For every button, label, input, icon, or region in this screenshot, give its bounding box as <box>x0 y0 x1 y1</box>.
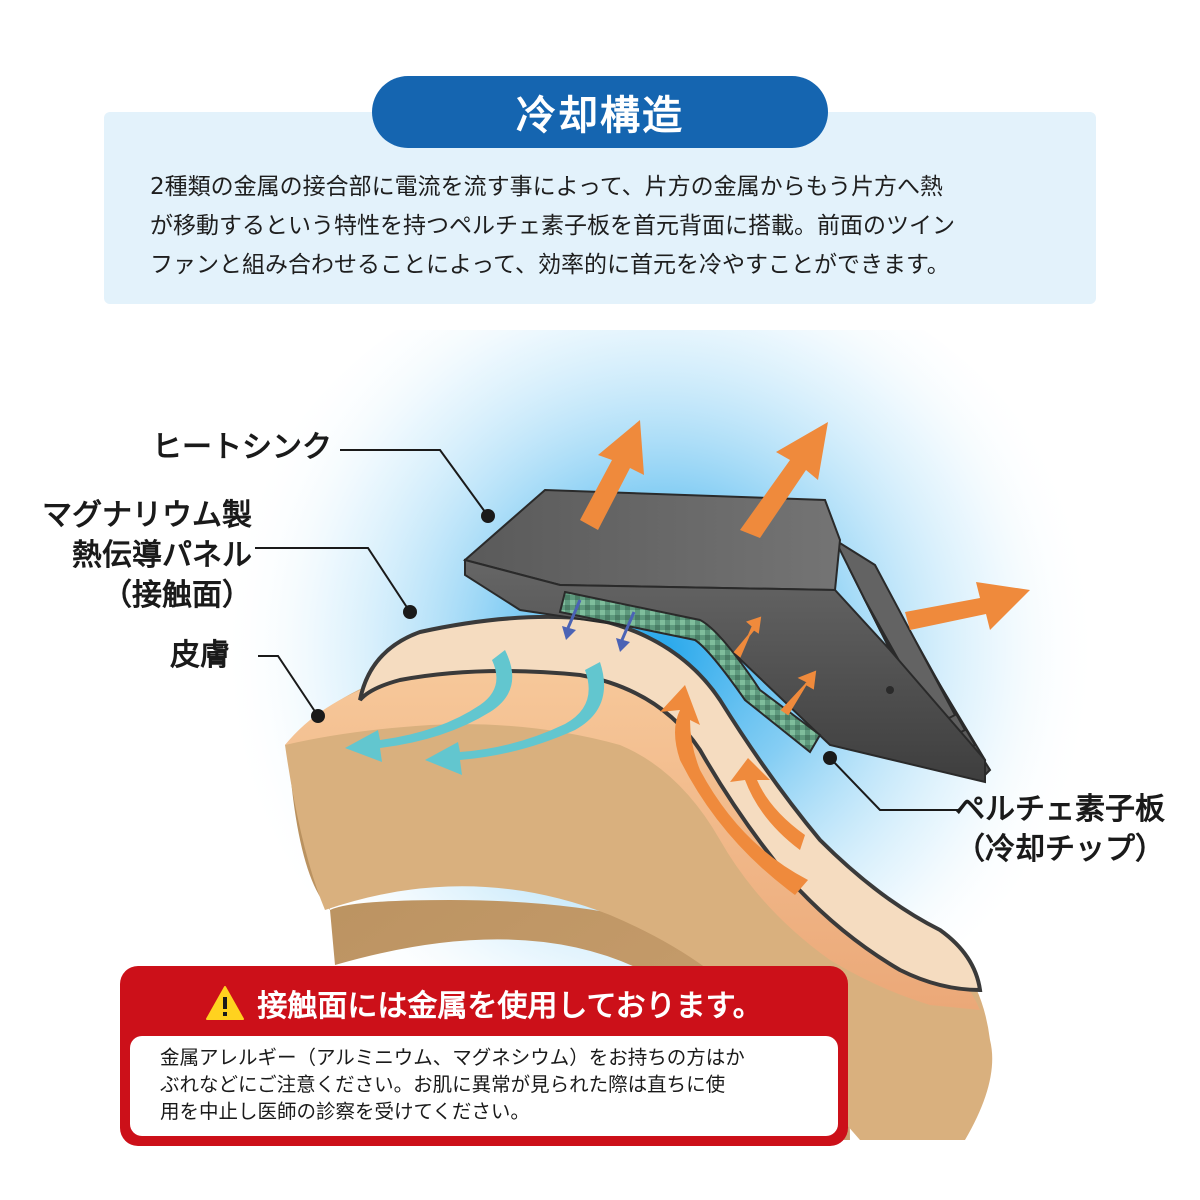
leader-panel <box>255 547 411 613</box>
warning-line-2: ぶれなどにご注意ください。お肌に異常が見られた際は直ちに使 <box>160 1073 726 1096</box>
peltier-chip <box>558 590 822 754</box>
intro-description: 2種類の金属の接合部に電流を流す事によって、片方の金属からもう片方へ熱 が移動す… <box>150 168 1060 285</box>
transfer-arrow-1-shaft <box>566 599 582 629</box>
dot-heatsink <box>481 509 495 523</box>
transfer-arrow-2-shaft <box>620 611 636 641</box>
warning-line-3: 用を中止し医師の診察を受けてください。 <box>160 1100 530 1123</box>
intro-line-3: ファンと組み合わせることによって、効率的に首元を冷やすことができます。 <box>150 252 950 278</box>
cool-arrow-left <box>345 650 513 762</box>
leader-heatsink <box>340 449 489 517</box>
heat-arrow-right <box>905 582 1030 630</box>
leader-skin <box>258 655 319 717</box>
transfer-arrows <box>562 599 636 652</box>
label-panel: マグナリウム製 熱伝導パネル （接触面） <box>20 496 252 616</box>
heat-arrows <box>580 420 1030 895</box>
dot-skin <box>311 709 325 723</box>
leader-peltier <box>829 757 960 811</box>
page-title: 冷却構造 <box>372 76 828 148</box>
heat-arrow-up-left <box>580 420 644 530</box>
warning-triangle-icon <box>206 986 245 1020</box>
warning-heading: 接触面には金属を使用しております。 <box>257 989 763 1024</box>
label-skin: 皮膚 <box>170 638 230 673</box>
transfer-arrow-1-head <box>562 626 576 640</box>
label-panel-line-2: 熱伝導パネル <box>72 538 252 573</box>
leader-dots <box>311 509 837 765</box>
heat-arrow-rising-main <box>660 685 808 895</box>
label-peltier: ペルチェ素子板 （冷却チップ） <box>940 790 1180 870</box>
intro-line-2: が移動するという特性を持つペルチェ素子板を首元背面に搭載。前面のツイン <box>150 213 955 239</box>
cool-arrows <box>345 650 605 775</box>
label-panel-line-3: （接触面） <box>102 578 252 613</box>
skin-top-surface <box>285 658 980 1010</box>
transfer-arrow-2-head <box>616 638 630 652</box>
label-panel-line-1: マグナリウム製 <box>42 498 252 533</box>
leader-lines <box>255 449 960 811</box>
dot-panel <box>403 605 417 619</box>
warning-heading-row: 接触面には金属を使用しております。 <box>120 974 848 1032</box>
warning-box: 接触面には金属を使用しております。 金属アレルギー（アルミニウム、マグネシウム）… <box>120 966 848 1146</box>
heat-arrow-up-right <box>740 422 828 538</box>
warning-line-1: 金属アレルギー（アルミニウム、マグネシウム）をお持ちの方はか <box>160 1046 745 1069</box>
label-heatsink: ヒートシンク <box>152 430 332 465</box>
heat-arrow-small-2 <box>780 670 817 716</box>
heat-arrow-rising-secondary <box>730 758 805 850</box>
dot-peltier <box>823 751 837 765</box>
label-peltier-line-1: ペルチェ素子板 <box>955 792 1165 827</box>
heatsink-screw <box>886 686 894 694</box>
cool-arrow-right <box>425 662 605 775</box>
warning-body: 金属アレルギー（アルミニウム、マグネシウム）をお持ちの方はか ぶれなどにご注意く… <box>130 1036 838 1136</box>
label-peltier-line-2: （冷却チップ） <box>955 832 1165 867</box>
intro-line-1: 2種類の金属の接合部に電流を流す事によって、片方の金属からもう片方へ熱 <box>150 174 943 200</box>
warning-text: 金属アレルギー（アルミニウム、マグネシウム）をお持ちの方はか ぶれなどにご注意く… <box>160 1044 830 1125</box>
heat-arrow-small-1 <box>733 616 762 658</box>
